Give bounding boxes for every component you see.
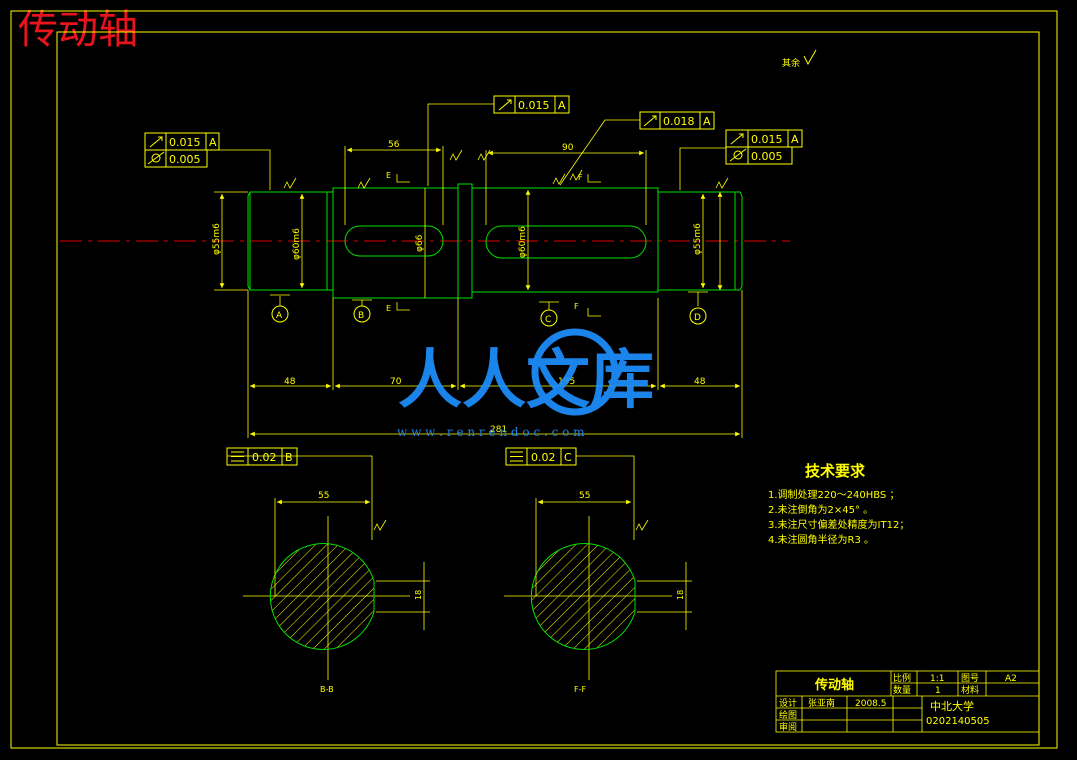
dim-dia-collar: φ66 xyxy=(415,234,425,252)
gtol-sym-b-datum: B xyxy=(285,451,293,464)
watermark-logo-icon xyxy=(531,328,619,416)
tech-item-2: 2.未注倒角为2×45° 。 xyxy=(768,503,873,516)
tb-designer-name: 张亚南 xyxy=(808,697,835,709)
section-view-c: 55 18 F-F xyxy=(504,491,692,694)
section-mark-f-top: F xyxy=(578,173,583,182)
sec-c-width: 55 xyxy=(579,491,590,501)
dim-dia-right: φ55m6 xyxy=(693,223,703,255)
gtol-sym-c: 0.02 C xyxy=(505,447,577,466)
corner-title: 传动轴 xyxy=(18,7,138,53)
dim-seg-48-left: 48 xyxy=(284,377,296,387)
dim-key1-len: 56 xyxy=(388,140,400,150)
shaft-outline xyxy=(247,183,743,299)
gtol-sym-b-value: 0.02 xyxy=(252,451,277,464)
tb-drawer-label: 绘图 xyxy=(779,709,797,721)
dim-seg-195: 195 xyxy=(558,377,575,387)
gtol-sym-c-value: 0.02 xyxy=(531,451,556,464)
tb-sheet-value: A2 xyxy=(1005,674,1017,684)
gtol-sym-b: 0.02 B xyxy=(226,447,298,466)
gtol-key: 0.018 A xyxy=(639,111,715,130)
tb-school: 中北大学 xyxy=(930,699,974,713)
svg-text:C: C xyxy=(545,315,551,325)
tb-qty-value: 1 xyxy=(935,686,941,696)
dim-dia-mid: φ60m6 xyxy=(518,226,528,258)
sec-b-label: B-B xyxy=(320,685,334,694)
watermark-url: w w w . r e n r e n d o c . c o m xyxy=(397,425,585,439)
svg-text:D: D xyxy=(694,313,701,323)
leader-lines xyxy=(219,103,726,540)
watermark-text: 人人文库 xyxy=(398,343,654,418)
roughness-symbol-icon xyxy=(803,49,817,66)
datum-b: B xyxy=(353,305,371,323)
roughness-marks xyxy=(283,149,729,531)
title-block xyxy=(775,670,1040,733)
tech-requirements: 技术要求 1.调制处理220～240HBS ； 2.未注倒角为2×45° 。 3… xyxy=(768,462,909,546)
tech-item-3: 3.未注尺寸偏差处精度为IT12； xyxy=(768,518,909,531)
tb-designer-label: 设计 xyxy=(779,697,797,709)
gtol-sym-c-datum: C xyxy=(564,451,572,464)
dim-seg-48-right: 48 xyxy=(694,377,706,387)
section-mark-e-top: E xyxy=(386,171,391,180)
tb-date: 2008.5 xyxy=(855,699,887,709)
gtol-left-datum: A xyxy=(209,136,217,149)
sec-b-width: 55 xyxy=(318,491,329,501)
gtol-mid: 0.015 A xyxy=(493,95,570,114)
dimension-lines xyxy=(214,146,743,438)
dim-seg-70: 70 xyxy=(390,377,402,387)
gtol-left: 0.015 A 0.005 xyxy=(144,132,220,168)
dim-total: 281 xyxy=(490,425,507,435)
tb-scale-label: 比例 xyxy=(893,672,911,684)
svg-text:B: B xyxy=(358,311,364,321)
tb-scale-value: 1:1 xyxy=(930,674,944,684)
section-mark-f-bottom: F xyxy=(574,302,579,311)
tb-reviewer-label: 审阅 xyxy=(779,721,797,733)
inner-frame xyxy=(56,31,1040,746)
gtol-right: 0.015 A 0.005 xyxy=(725,129,803,165)
tb-qty-label: 数量 xyxy=(893,684,911,696)
datum-d: D xyxy=(689,307,707,325)
tb-student-id: 0202140505 xyxy=(926,716,990,727)
watermark: 人人文库 w w w . r e n r e n d o c . c o m xyxy=(397,328,654,439)
gtol-key-value: 0.018 xyxy=(663,115,695,128)
tb-part-name: 传动轴 xyxy=(814,677,854,693)
section-view-b: 55 18 B-B xyxy=(243,491,430,694)
sec-c-label: F-F xyxy=(574,685,586,694)
datum-a: A xyxy=(271,305,289,323)
roughness-else-label: 其余 xyxy=(782,57,800,69)
gtol-right-cyl: 0.005 xyxy=(751,150,783,163)
gtol-left-value: 0.015 xyxy=(169,136,201,149)
datum-c: C xyxy=(540,309,558,327)
dim-dia-left-shoulder: φ60m6 xyxy=(292,228,302,260)
gtol-right-datum: A xyxy=(791,133,799,146)
tech-title: 技术要求 xyxy=(805,462,866,480)
gtol-key-datum: A xyxy=(703,115,711,128)
gtol-left-cyl: 0.005 xyxy=(169,153,201,166)
gtol-mid-datum: A xyxy=(558,99,566,112)
gtol-right-value: 0.015 xyxy=(751,133,783,146)
tb-material-label: 材料 xyxy=(961,684,979,696)
tech-item-4: 4.未注圆角半径为R3 。 xyxy=(768,533,874,546)
dim-key2-len: 90 xyxy=(562,143,574,153)
sec-b-key: 18 xyxy=(414,590,423,600)
sec-c-key: 18 xyxy=(676,590,685,600)
tb-sheet-label: 图号 xyxy=(961,673,979,684)
section-mark-e-bottom: E xyxy=(386,304,391,313)
dim-dia-left: φ55m6 xyxy=(212,223,222,255)
outer-frame xyxy=(10,10,1058,749)
tech-item-1: 1.调制处理220～240HBS ； xyxy=(768,488,899,501)
svg-text:A: A xyxy=(276,311,283,321)
gtol-mid-value: 0.015 xyxy=(518,99,550,112)
